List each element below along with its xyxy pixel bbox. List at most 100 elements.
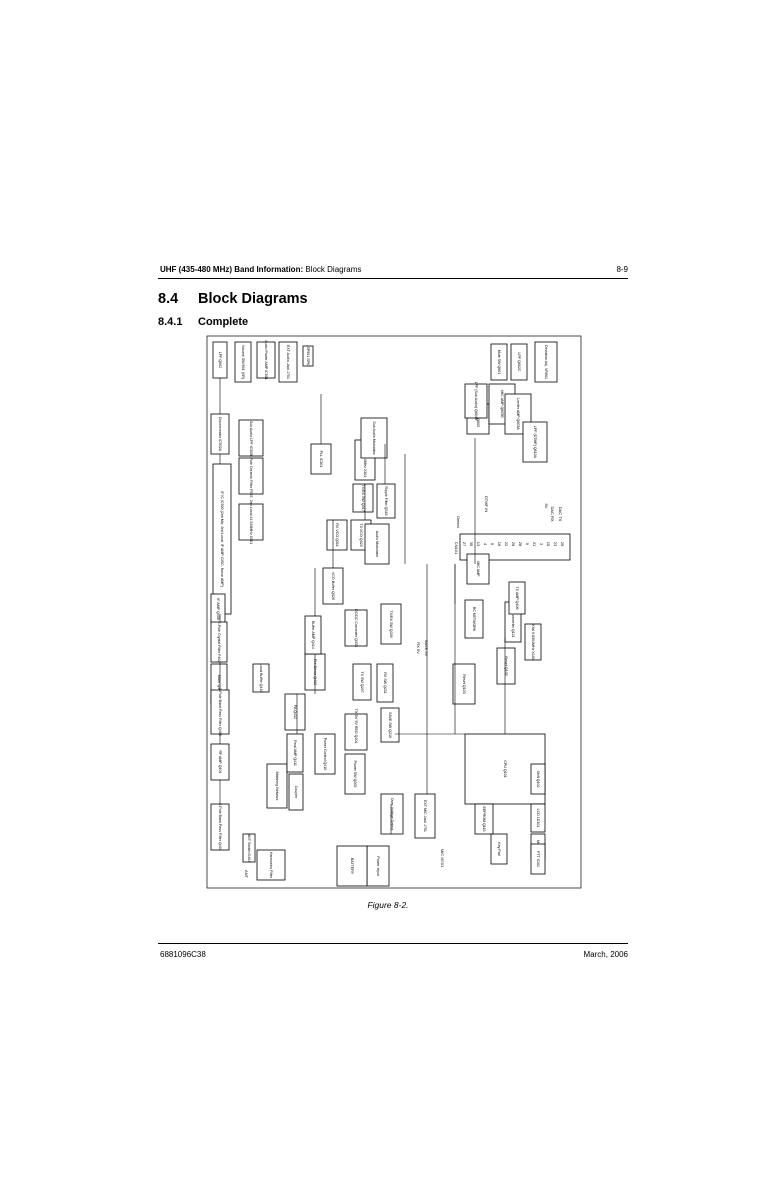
header-title-rest: Block Diagrams [303,265,362,274]
block-lcd-ld101: LCD LD101 [530,803,546,833]
block-rx-sw-q211: RX SW Q211 [376,663,394,703]
block-final-amp-q411: Final AMP Q411 [286,733,304,773]
block-label: Audio Power AMP IC501 [264,340,268,380]
block-if-ic-ic500-2nd-mix-2nd-local-if-amp-disc-noise-amp: IF IC IC500 (2nd Mix, 2nd Local, IF AMP,… [212,463,232,615]
label-detect: Detect [456,516,461,528]
block-5v-reg-q204: 5V REG Q204 [344,713,368,751]
block-label: LPF (DTMF) Q610A [533,426,537,459]
subsection-number: 8.4.1 [158,316,183,328]
block-label: Power Input [376,856,380,875]
block-label: EXT Audio Jack J701 [286,345,290,379]
pin-label: 13 [476,542,481,547]
block-audio-modulator: Audio Modulator [364,523,390,565]
block-tx-rx-sw-q209: TX/RX SW Q209 [380,603,402,645]
block-label: VCO Buffer Q326 [331,572,335,600]
block-tx-amp-q106: TX AMP Q106 [508,581,526,615]
block-label: Power SW Q205 [353,761,357,788]
block-label: IF IC IC500 (2nd Mix, 2nd Local, IF AMP,… [220,491,224,587]
block-mic-amp: MIC AMP [466,553,490,585]
block-lpf-q602: LPF Q602 [212,341,228,379]
block-shift-q102: Shift Q102 [530,763,546,795]
block-2-pole-band-pass-filter-q401: 2-Pole Band Pass Filter Q401 [210,803,230,851]
block-limiter-amp-q603a: Limiter AMP Q603A [504,393,532,435]
pin-label: 16 [497,542,502,547]
block-power-control-q410: Power Control Q410 [314,733,336,775]
block-save-sw-q210: SAVE SW Q210 [380,707,400,743]
block-x-tal-9-8304mhz-x101: X'tal 9.8304MHz X101 [524,623,542,661]
block-label: Coupler [294,786,298,799]
pin-label: 26 [511,542,516,547]
pin-label: 25 [560,542,565,547]
block-pa-q412: PA Q412 [284,693,306,731]
pin-label: 4 [483,543,488,546]
block-label: Local Buffer Q416 [259,664,263,693]
block-label: Volume SW/501 (VR) [241,345,245,379]
block-if-amp-q408: IF AMP Q408 [210,593,226,625]
block-pll-ic301: PLL IC301 [310,443,332,475]
block-label: DC/DC Converter Q333 [354,609,358,647]
label-5v: 5V [544,504,549,509]
label-dtmf-in: DTMF IN [484,496,489,512]
pin-label: 9 [525,543,530,546]
block-label: Over Voltage Detect [390,798,394,830]
block-local-buffer-q416: Local Buffer Q416 [252,664,270,693]
block-battery: BATTERY [336,845,368,887]
block-label: TCXO 14.4MHz X301 [363,443,367,478]
block-label: Discriminator IC502A [218,417,222,452]
block-label: MIC AMP Q605B [500,390,504,418]
block-reset-q103: Reset Q103 [452,663,476,705]
block-label: EXT MIC Jack J701 [423,800,427,832]
figure-caption: Figure 8-2. [367,900,409,910]
label-dac-rx: DAC RX [550,506,555,521]
block-2-pole-crystal-filter-f402: 2-Pole Crystal Filter F402 [210,621,228,663]
block-label: Harmonics Filter [269,852,273,879]
label-rx5v: RX 5V [416,642,421,654]
block-audio-power-amp-ic501: Audio Power AMP IC501 [256,340,276,380]
header-page-number: 8-9 [616,265,628,274]
block-sub-audio-lpf-ic505: Sub Audio LPF IC505 [238,419,264,457]
block-label: Power Control Q410 [323,738,327,771]
block-label: IF AMP Q408 [216,598,220,620]
header-title-bold: UHF (435-480 MHz) Band Information: [160,265,304,274]
block-label: 2-Pole Band Pass Filter Q405 [218,688,222,736]
block-label: 2nd Local 44.545MHz X501 [249,500,253,544]
block-lpf-dtmf-q610a: LPF (DTMF) Q610A [522,421,548,463]
block-label: 6 Pole Ceramic Filter F503 [249,455,253,498]
pin-label: 5 [490,543,495,546]
block-label: RX SW Q211 [383,672,387,693]
block-volume-sw-501-vr: Volume SW/501 (VR) [234,341,252,383]
block-ptt-s102: PTT S102 [530,843,546,875]
block-rc-network: RC NETWORK [464,599,484,639]
block-sub-audio-modulator: Sub Audio Modulator [360,417,388,459]
block-power-input: Power Input [366,845,390,887]
block-label: EEPROM Q116 [482,806,486,831]
block-label: CPU Q101 [503,760,507,777]
block-deviation-adj-vr601: Deviation Adj. VR601 [534,341,558,383]
block-eeprom-q116: EEPROM Q116 [474,803,494,835]
header-title: UHF (435-480 MHz) Band Information: Bloc… [160,265,361,274]
block-diagram: LPF Q602 Volume SW/501 (VR) Audio Power AM… [206,335,582,889]
block-lpf-q602c: LPF Q602C [510,343,528,381]
block-6-pole-ceramic-filter-f503: 6 Pole Ceramic Filter F503 [238,455,264,498]
subsection-title: Complete [198,316,249,328]
block-label: ANT Switch D404 [247,834,251,862]
block-label: TX/RX SW Q209 [389,610,393,637]
block-label: BATTERY [350,858,354,875]
pin-label: 22 [504,542,509,547]
footer-rule [158,943,628,944]
block-reset-q105: Reset Q105 [496,647,516,685]
block-label: SP501 SPK [306,347,310,367]
block-label: LCD LD101 [536,809,540,828]
block-label: PA Q412 [293,705,297,719]
block-ripple-filter-q318: Ripple Filter Q318 [376,483,396,519]
block-label: Limiter AMP Q603A [516,398,520,430]
block-rx-vco-q311: RX VCO Q311 [326,519,348,551]
block-matching-network: Matching Network [266,763,288,809]
label-save5v: SAVE 5V [424,640,429,657]
section-number: 8.4 [158,291,179,307]
block-label: Key Pad [497,842,501,856]
block-label: RX VCO Q311 [335,523,339,546]
subsection-heading: 8.4.1 Complete [158,316,248,328]
label-ant: ANT [244,870,249,879]
footer-date: March, 2006 [583,950,628,959]
